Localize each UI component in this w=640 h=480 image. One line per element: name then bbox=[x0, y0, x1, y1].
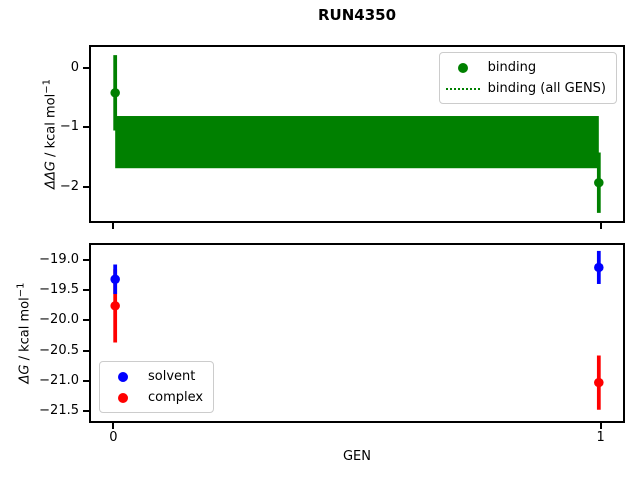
y-tick bbox=[83, 67, 89, 70]
ylabel-sup: −1 bbox=[41, 79, 53, 94]
legend-label-complex: complex bbox=[148, 390, 204, 405]
y-tick bbox=[83, 258, 89, 261]
x-tick bbox=[112, 223, 115, 229]
x-tick bbox=[112, 423, 115, 429]
y-tick bbox=[83, 185, 89, 188]
legend-label-binding-all-gens: binding (all GENS) bbox=[487, 81, 606, 96]
data-point-complex bbox=[594, 377, 604, 388]
data-point-binding bbox=[594, 178, 604, 188]
y-tick bbox=[83, 126, 89, 129]
dotted-line-icon bbox=[445, 87, 480, 90]
y-tick bbox=[83, 349, 89, 352]
legend-glyph-box bbox=[446, 62, 480, 73]
legend-glyph-box bbox=[106, 392, 140, 403]
complex-dot-icon bbox=[118, 392, 128, 403]
y-tick-label: −19.5 bbox=[39, 282, 79, 298]
y-tick-label: 0 bbox=[70, 60, 79, 76]
legend-item-complex: complex bbox=[106, 390, 203, 405]
y-tick-label: −19.0 bbox=[39, 251, 79, 267]
binding-dot-icon bbox=[457, 62, 468, 73]
bottom-plot-area bbox=[110, 250, 604, 410]
top-axes: binding binding (all GENS) bbox=[89, 45, 625, 223]
data-point-solvent bbox=[594, 262, 604, 273]
legend-item-solvent: solvent bbox=[106, 369, 203, 384]
data-point-complex bbox=[110, 301, 120, 311]
y-tick bbox=[83, 289, 89, 292]
legend-label-binding: binding bbox=[487, 60, 537, 75]
legend-label-solvent: solvent bbox=[148, 369, 196, 384]
x-axis-label: GEN bbox=[342, 449, 371, 464]
y-tick bbox=[83, 409, 89, 412]
legend-item-binding: binding bbox=[446, 60, 606, 75]
y-tick-label: −1 bbox=[59, 119, 79, 135]
x-tick bbox=[599, 223, 602, 229]
solvent-dot-icon bbox=[118, 371, 128, 382]
data-point-solvent bbox=[110, 274, 120, 284]
y-tick-label: −21.0 bbox=[39, 372, 79, 388]
uncertainty-band bbox=[115, 116, 599, 169]
ylabel-sup: −1 bbox=[15, 282, 27, 298]
bottom-legend: solvent complex bbox=[99, 361, 215, 413]
x-tick-label: 0 bbox=[109, 430, 118, 445]
y-tick-label: −21.5 bbox=[39, 402, 79, 418]
bottom-axes: solvent complex bbox=[89, 243, 625, 423]
y-tick-label: −20.5 bbox=[39, 342, 79, 358]
y-tick bbox=[83, 379, 89, 382]
top-plot-area bbox=[110, 55, 604, 213]
x-tick bbox=[599, 423, 602, 429]
x-tick-label: 1 bbox=[596, 430, 605, 445]
y-tick bbox=[83, 319, 89, 322]
data-point-binding bbox=[110, 88, 120, 98]
top-legend: binding binding (all GENS) bbox=[438, 52, 617, 104]
legend-item-binding-all-gens: binding (all GENS) bbox=[445, 81, 606, 96]
y-tick-label: −20.0 bbox=[39, 312, 79, 328]
y-tick-label: −2 bbox=[59, 178, 79, 194]
figure-title: RUN4350 bbox=[317, 6, 397, 24]
legend-glyph-box bbox=[106, 371, 140, 382]
legend-glyph-box bbox=[445, 87, 480, 90]
